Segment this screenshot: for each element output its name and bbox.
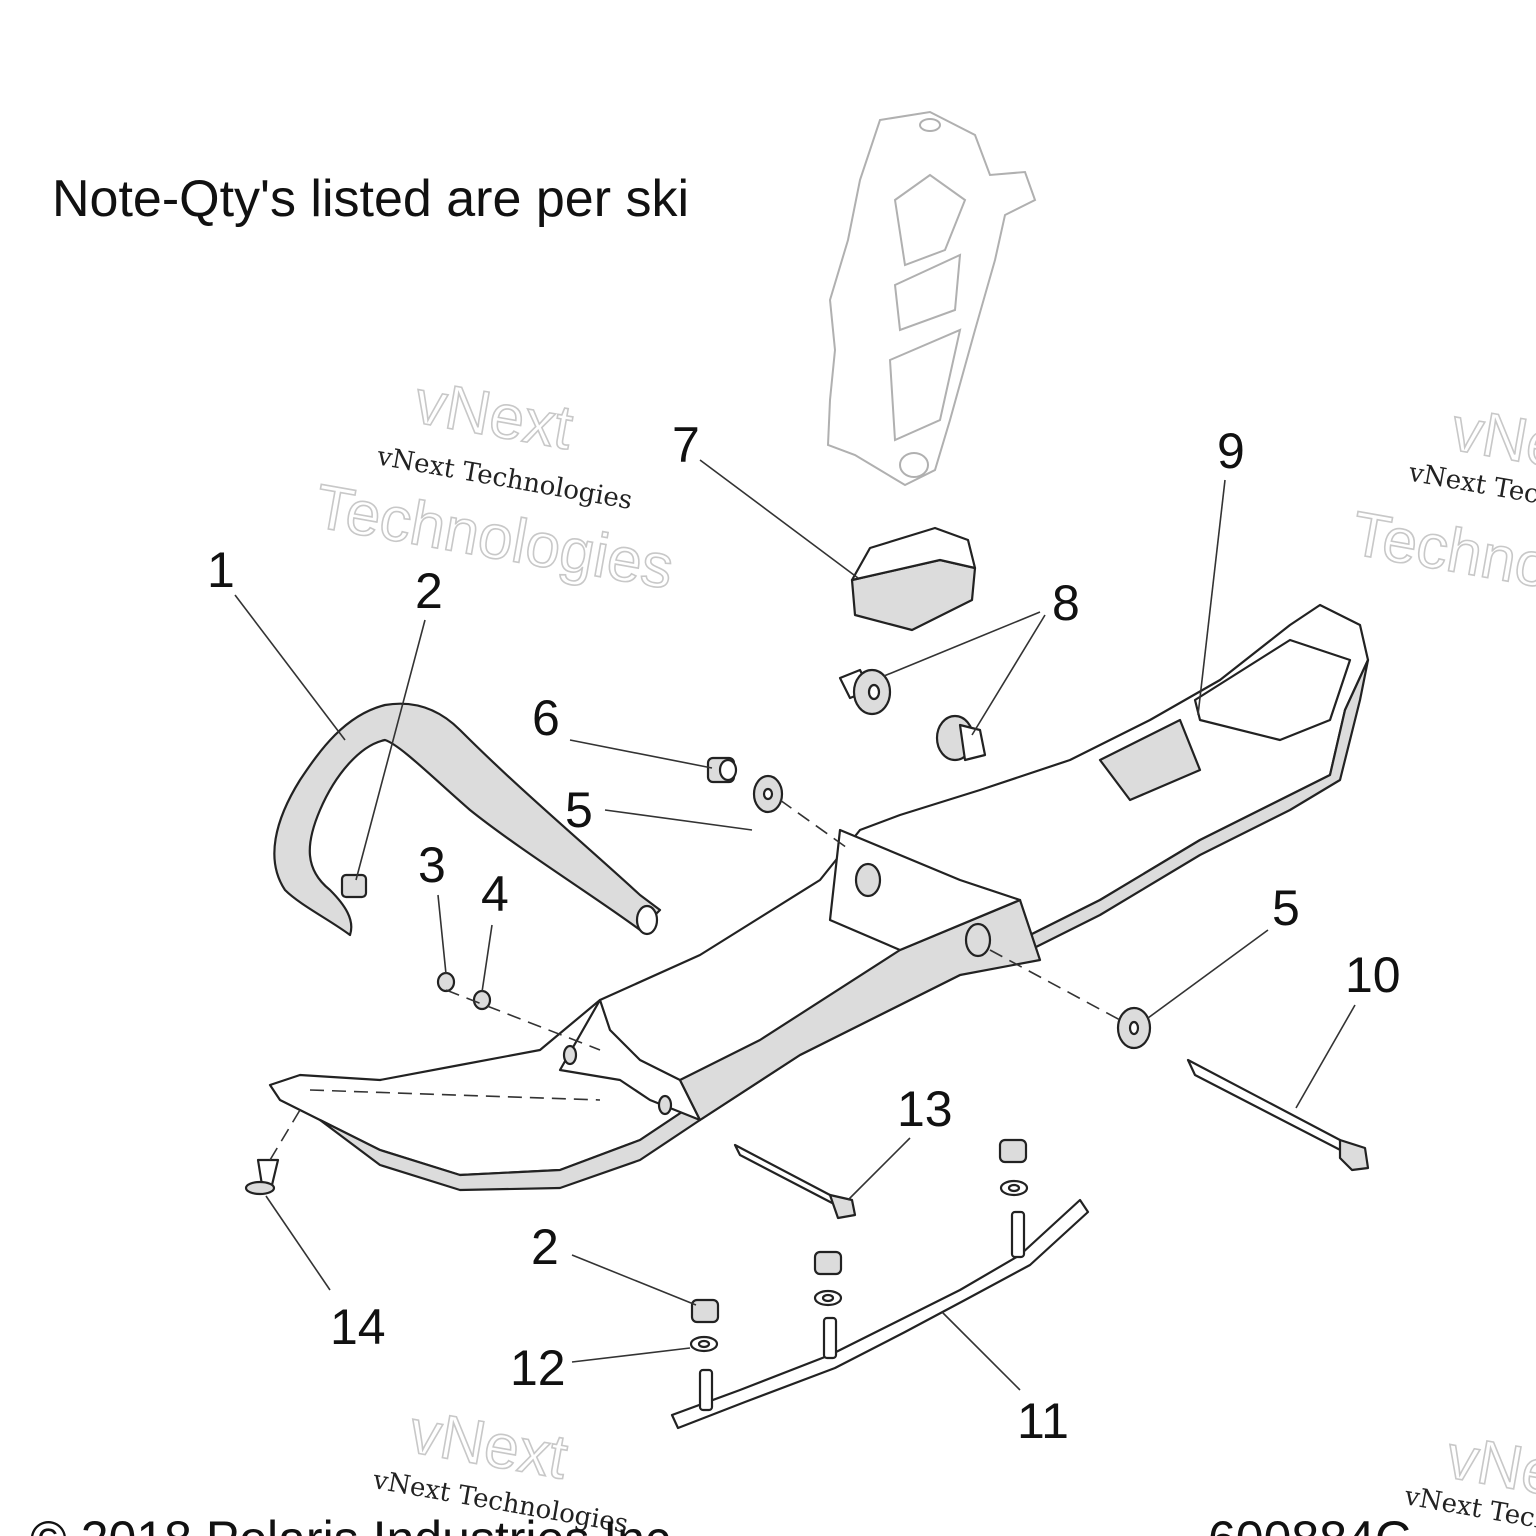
part-6-nut <box>706 756 738 784</box>
leader-lines <box>234 459 1356 1391</box>
part-8-bushings <box>838 668 987 762</box>
diagram-id: 600884C <box>1208 1511 1411 1536</box>
part-2-bushing-upper <box>340 873 368 899</box>
callout-3: 3 <box>418 837 446 893</box>
callout-14: 14 <box>330 1299 386 1355</box>
part-11-runner <box>670 1198 1090 1430</box>
callout-2-upper: 2 <box>415 563 443 619</box>
part-1-handle <box>273 702 662 937</box>
callout-12: 12 <box>510 1340 566 1396</box>
watermark-right: vNext Technologies vNext Technologies <box>1346 394 1536 631</box>
qty-note: Note-Qty's listed are per ski <box>52 170 689 228</box>
callout-13: 13 <box>897 1081 953 1137</box>
callout-8: 8 <box>1052 575 1080 631</box>
spindle-ghost <box>826 110 1037 487</box>
callout-2-lower: 2 <box>531 1219 559 1275</box>
callout-6: 6 <box>532 690 560 746</box>
part-12-washers <box>689 1179 1029 1353</box>
callout-1: 1 <box>207 542 235 598</box>
svg-text:Technologies: Technologies <box>1347 499 1536 630</box>
part-13-bolt <box>733 1143 857 1220</box>
callout-5-lower: 5 <box>1272 880 1300 936</box>
callout-4: 4 <box>481 866 509 922</box>
part-9-ski <box>268 603 1370 1192</box>
part-14-screw <box>244 1109 301 1196</box>
part-10-bolt <box>1186 1058 1370 1172</box>
callout-7: 7 <box>672 417 700 473</box>
callout-11: 11 <box>1017 1393 1069 1449</box>
copyright: © 2018 Polaris Industries Inc. <box>30 1511 684 1536</box>
watermark-left: vNext Technologies vNext Technologies <box>309 367 679 604</box>
callout-labels: 1 2 3 4 5 6 7 8 9 5 10 13 2 12 11 14 <box>207 417 1401 1449</box>
part-3-nut <box>436 971 456 993</box>
svg-text:vNext: vNext <box>410 368 578 463</box>
callout-5-upper: 5 <box>565 782 593 838</box>
watermark-bottom-right: vNext vNext Technologies <box>1401 1422 1536 1536</box>
callout-10: 10 <box>1345 947 1401 1003</box>
part-2-nuts-lower <box>690 1138 1028 1324</box>
callout-9: 9 <box>1217 423 1245 479</box>
part-7-block <box>850 526 977 632</box>
